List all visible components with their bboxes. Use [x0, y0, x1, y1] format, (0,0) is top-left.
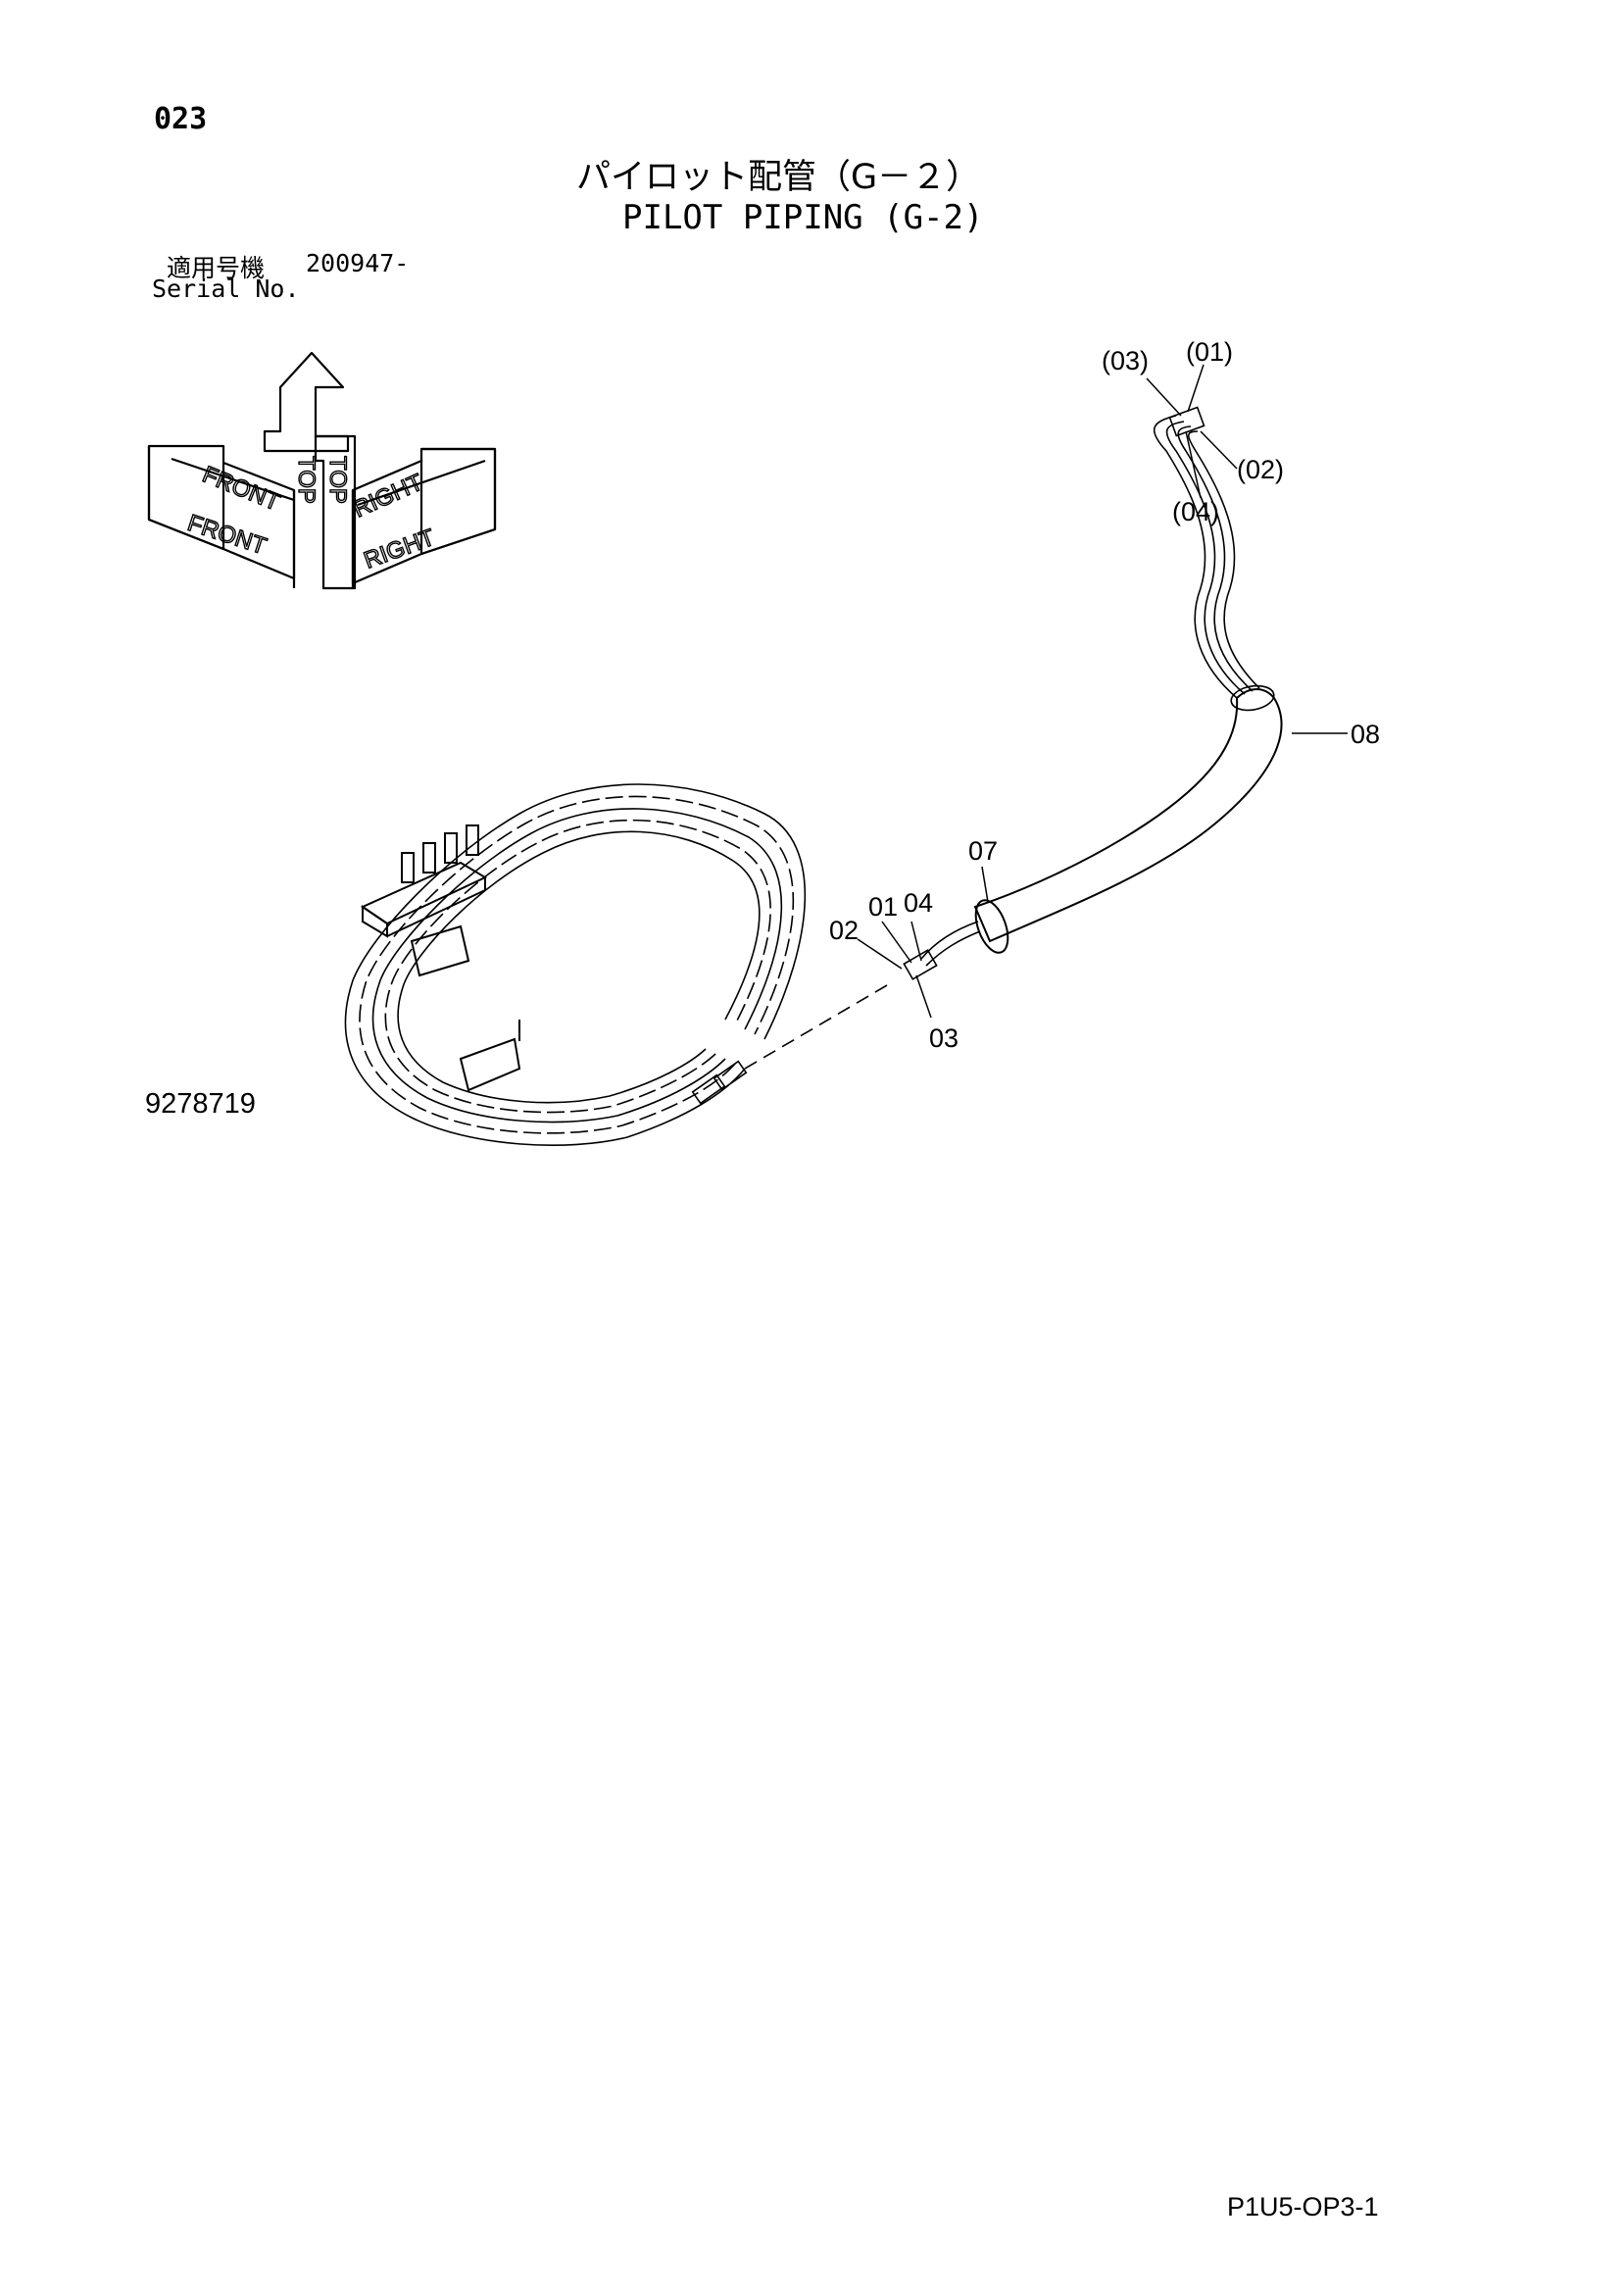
- front-label: FRONT: [184, 510, 270, 560]
- page-number: 023: [154, 102, 208, 136]
- top-label-2: TOP: [324, 456, 351, 504]
- serial-value: 200947-: [306, 249, 410, 277]
- hose-assembly: [344, 406, 1283, 1146]
- callout-03: 03: [929, 1023, 959, 1053]
- leader-lines: [857, 364, 1348, 1019]
- top-arrow: [263, 351, 350, 453]
- callout-01: 01: [868, 892, 898, 922]
- serial-label-japanese: 適用号機: [167, 254, 266, 282]
- callout-upper-02: (02): [1237, 455, 1284, 484]
- callout-upper-03: (03): [1102, 346, 1149, 375]
- top-arrow-face: [314, 434, 357, 590]
- callout-02: 02: [829, 916, 859, 945]
- document-number: 9278719: [145, 1088, 256, 1120]
- top-label-1: TOP: [293, 456, 320, 504]
- title-japanese: パイロット配管（G－２）: [576, 158, 981, 197]
- right-label-rotated: RIGHT: [349, 469, 426, 523]
- callout-upper-04: (04): [1172, 497, 1219, 526]
- manifold-block: [360, 824, 521, 1092]
- callout-07: 07: [968, 836, 998, 866]
- title-english: PILOT PIPING (G-2): [622, 198, 984, 237]
- callout-04: 04: [904, 888, 933, 918]
- protector-hose-08: [973, 688, 1283, 943]
- grommet-07: [974, 899, 1009, 954]
- callout-upper-01: (01): [1186, 337, 1233, 367]
- serial-label-english: Serial No.: [152, 275, 300, 303]
- right-label: RIGHT: [361, 524, 439, 574]
- orientation-indicator: [147, 351, 497, 590]
- callout-08: 08: [1351, 720, 1380, 749]
- page-code: P1U5-OP3-1: [1227, 2192, 1379, 2221]
